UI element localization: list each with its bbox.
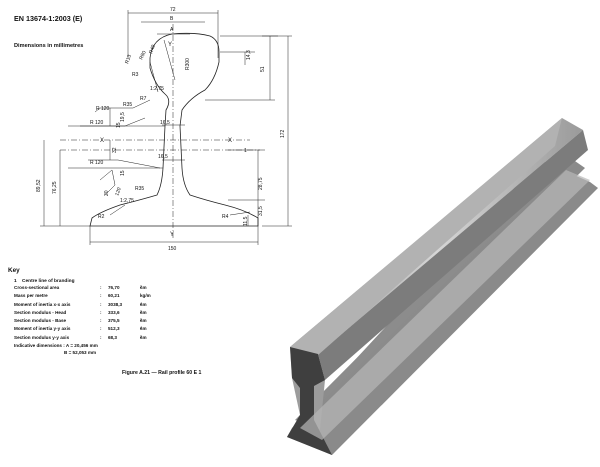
rail-profile-outline xyxy=(89,32,259,227)
dim-14-3: 14,3 xyxy=(246,50,252,60)
dim-web-16-5-mid: 16,5 xyxy=(158,154,168,160)
dim-r7: R7 xyxy=(140,96,147,102)
key-item: 1 Centre line of branding xyxy=(14,279,75,284)
centre-line-ref: 1 xyxy=(244,148,247,154)
axis-x-right: X xyxy=(228,138,232,144)
dim-r4: R4 xyxy=(222,214,229,220)
property-value: 76,70 xyxy=(108,285,120,290)
property-value: 375,5 xyxy=(108,318,120,324)
key-item-number: 1 xyxy=(14,279,17,284)
dim-11-5: 11,5 xyxy=(243,216,249,226)
dim-base-width: 150 xyxy=(168,246,177,252)
indicative-dimensions-a: Indicative dimensions : A = 20,456 mm xyxy=(14,343,98,348)
dimension-lines xyxy=(40,10,292,245)
indicative-dimensions-b: B = 52,053 mm xyxy=(64,350,97,355)
property-label: Mass per metre xyxy=(14,293,48,299)
property-label: Section modulus - Base xyxy=(14,318,67,324)
rail-3d-render xyxy=(287,118,598,455)
property-value: 60,21 xyxy=(108,293,120,299)
dim-20: 20 xyxy=(104,190,110,196)
dim-b: B xyxy=(170,16,174,22)
property-value: 3038,3 xyxy=(108,301,123,307)
dim-19-5: 19,5 xyxy=(120,112,126,122)
dim-head-width: 72 xyxy=(170,7,176,13)
dim-r120-c: R 120 xyxy=(90,160,104,166)
dim-r35-bot: R35 xyxy=(135,186,144,192)
dim-1-2-75-top: 1:2,75 xyxy=(150,86,164,92)
figure-caption: Figure A.21 — Rail profile 60 E 1 xyxy=(122,370,202,376)
dim-89-52: 89,52 xyxy=(36,179,42,192)
property-value: 68,3 xyxy=(108,334,117,340)
dim-r2: R2 xyxy=(98,214,105,220)
dimension-labels: 72 B A Y 14,3 51 172 R13 R3 R80 R40 R300… xyxy=(36,7,286,252)
property-label: Moment of inertia y-y axis xyxy=(14,326,71,332)
property-row: Mass per metre : 60,21 kg/m xyxy=(14,293,151,299)
dim-172: 172 xyxy=(280,129,286,138)
axis-x-left: X xyxy=(100,138,104,144)
property-value: 333,6 xyxy=(108,309,120,315)
dim-32: 32 xyxy=(112,147,118,153)
key-title: Key xyxy=(8,267,20,274)
dimensions-note: Dimensions in millimetres xyxy=(14,43,84,49)
dim-r120-a: R 120 xyxy=(96,106,110,112)
dim-1-2-75-bot: 1:2,75 xyxy=(120,198,134,204)
key-item-label: Centre line of branding xyxy=(22,279,75,284)
property-label: Cross-sectional area xyxy=(14,285,60,290)
dim-r13: R13 xyxy=(124,54,133,65)
dim-r3: R3 xyxy=(132,72,139,78)
dim-15-bot: 15 xyxy=(120,170,126,176)
dim-r300: R300 xyxy=(185,58,191,70)
dim-28-75: 28,75 xyxy=(258,177,264,190)
dim-web-16-5-top: 16,5 xyxy=(160,120,170,126)
dim-76-25: 76,25 xyxy=(52,181,58,194)
dim-r80: R80 xyxy=(138,50,147,61)
property-label: Section modulus y-y axis xyxy=(14,334,70,340)
dim-15-top: 15 xyxy=(116,122,122,128)
dim-r35-top: R35 xyxy=(123,102,132,108)
axis-lines xyxy=(60,24,260,238)
property-value: 512,3 xyxy=(108,326,120,332)
dim-51: 51 xyxy=(260,66,266,72)
dim-a: A xyxy=(170,27,174,33)
standard-number: EN 13674-1:2003 (E) xyxy=(14,14,83,23)
property-label: Section modulus - Head xyxy=(14,309,67,315)
dim-r40: R40 xyxy=(148,44,157,55)
property-label: Moment of inertia x-x axis xyxy=(14,301,71,307)
dim-31-5: 31,5 xyxy=(258,206,264,216)
axis-y-top: Y xyxy=(168,42,172,48)
dim-120: 120 xyxy=(114,187,123,197)
axis-y-bottom: Y xyxy=(170,232,174,238)
dim-r120-b: R 120 xyxy=(90,120,104,126)
